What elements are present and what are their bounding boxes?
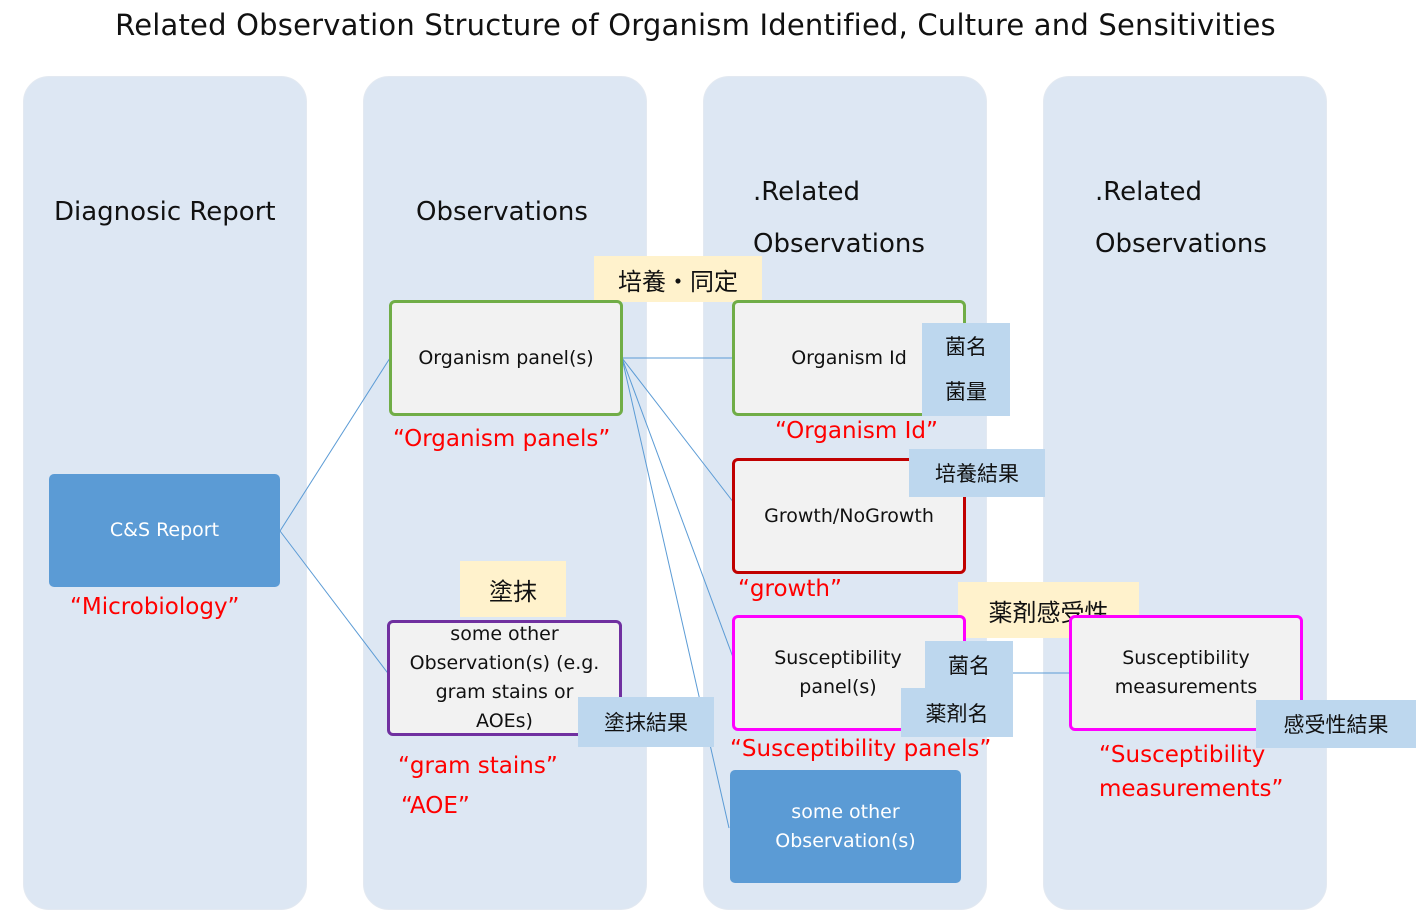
caption-gram-stains: “gram stains”: [398, 753, 558, 779]
caption-growth: “growth”: [738, 576, 842, 602]
caption-organism-panels: “Organism panels”: [393, 426, 611, 452]
column-heading-related-observations-1: .Related Observations: [753, 177, 925, 259]
cs-report-node: C&S Report: [49, 474, 280, 587]
tag-smear-result: 塗抹結果: [578, 697, 714, 747]
caption-susceptibility-measurements-line1: “Susceptibility: [1099, 742, 1266, 768]
tag-susceptibility-organism-name: 菌名: [925, 641, 1013, 689]
column-observations: [363, 76, 647, 910]
column-related-observations-2: [1043, 76, 1327, 910]
caption-aoe: “AOE”: [401, 793, 470, 819]
diagram-title: Related Observation Structure of Organis…: [115, 8, 1276, 42]
tag-organism-quantity: 菌量: [945, 379, 987, 404]
tag-drug-name: 薬剤名: [901, 688, 1013, 737]
organism-panel-node: Organism panel(s): [389, 300, 623, 416]
other-related-observations-node: some other Observation(s): [730, 770, 961, 883]
tag-culture-identification: 培養・同定: [594, 256, 762, 302]
tag-drug-susceptibility: 薬剤感受性: [958, 582, 1139, 638]
tag-culture-result: 培養結果: [909, 449, 1045, 497]
column-heading-observations: Observations: [416, 197, 588, 227]
tag-susceptibility-result: 感受性結果: [1256, 700, 1416, 748]
tag-organism-name-quantity: 菌名 菌量: [922, 323, 1010, 416]
caption-susceptibility-measurements-line2: measurements”: [1099, 776, 1284, 802]
caption-susceptibility-panels: “Susceptibility panels”: [730, 736, 992, 762]
caption-microbiology: “Microbiology”: [70, 594, 240, 620]
column-heading-diagnostic-report: Diagnosic Report: [54, 197, 276, 227]
tag-organism-name: 菌名: [945, 334, 987, 359]
column-heading-related-observations-2: .Related Observations: [1095, 177, 1267, 259]
tag-smear: 塗抹: [460, 561, 566, 617]
caption-organism-id: “Organism Id”: [775, 418, 938, 444]
